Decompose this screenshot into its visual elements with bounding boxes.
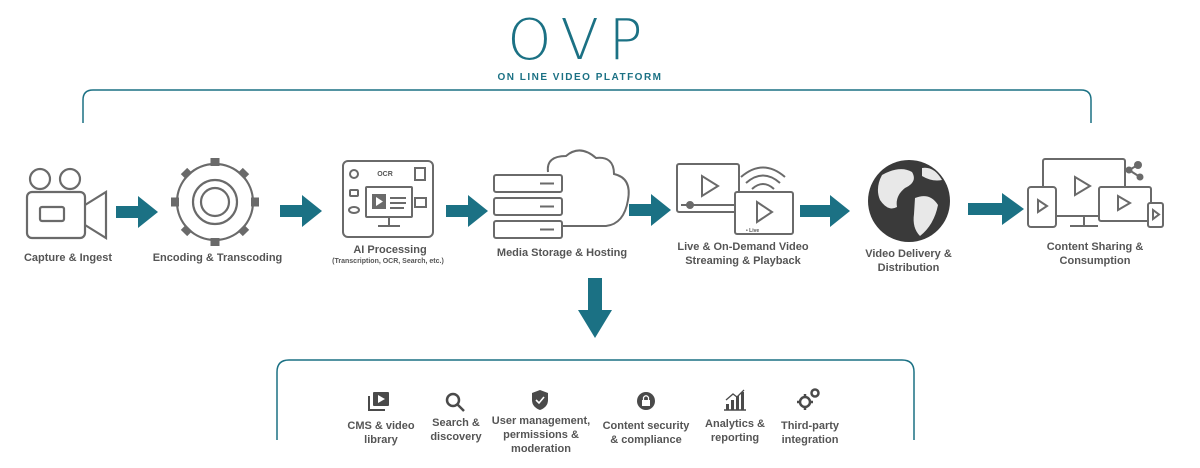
feature-label-third-party: Third-party integration bbox=[780, 420, 840, 446]
multi-device-icon bbox=[1027, 158, 1164, 228]
ai-monitor-icon bbox=[342, 160, 434, 238]
magnifier-icon bbox=[445, 392, 465, 412]
top-bracket bbox=[82, 89, 1092, 123]
arrow-3 bbox=[446, 195, 488, 227]
bar-chart-icon bbox=[724, 389, 746, 411]
logo-subtitle: ON LINE VIDEO PLATFORM bbox=[497, 72, 663, 83]
lock-icon bbox=[637, 392, 655, 410]
feature-label-cms: CMS & video library bbox=[347, 420, 415, 446]
live-badge: • Live bbox=[746, 228, 759, 234]
feature-label-search: Search & discovery bbox=[430, 417, 482, 443]
stage-label-streaming: Live & On-Demand Video Streaming & Playb… bbox=[677, 241, 809, 267]
server-cloud-icon bbox=[493, 149, 630, 239]
feature-label-user-mgmt: User management, permissions & moderatio… bbox=[491, 415, 591, 455]
shield-check-icon bbox=[532, 390, 548, 410]
gear-icon bbox=[171, 158, 259, 246]
arrow-6 bbox=[968, 193, 1024, 225]
stage-sublabel-ai: (Transcription, OCR, Search, etc.) bbox=[332, 258, 444, 265]
logo-title: OVP bbox=[507, 8, 653, 73]
globe-icon bbox=[868, 160, 950, 242]
streaming-player-icon bbox=[676, 163, 794, 235]
feature-label-analytics: Analytics & reporting bbox=[705, 418, 765, 444]
arrow-5 bbox=[800, 195, 850, 227]
bottom-bracket bbox=[276, 359, 915, 440]
stage-label-capture: Capture & Ingest bbox=[23, 252, 112, 264]
stage-label-delivery: Video Delivery & Distribution bbox=[865, 248, 952, 274]
arrow-down bbox=[578, 278, 612, 338]
ocr-badge: OCR bbox=[377, 171, 393, 178]
video-library-icon bbox=[368, 392, 389, 411]
gears-icon bbox=[797, 388, 820, 410]
video-camera-icon bbox=[25, 167, 108, 240]
arrow-2 bbox=[280, 195, 322, 227]
stage-label-storage: Media Storage & Hosting bbox=[496, 247, 628, 259]
stage-label-sharing: Content Sharing & Consumption bbox=[1046, 241, 1144, 267]
arrow-4 bbox=[629, 194, 671, 226]
feature-label-security: Content security & compliance bbox=[602, 420, 690, 446]
arrow-1 bbox=[116, 196, 158, 228]
stage-label-encoding: Encoding & Transcoding bbox=[152, 252, 283, 264]
stage-label-ai: AI Processing bbox=[353, 244, 427, 256]
